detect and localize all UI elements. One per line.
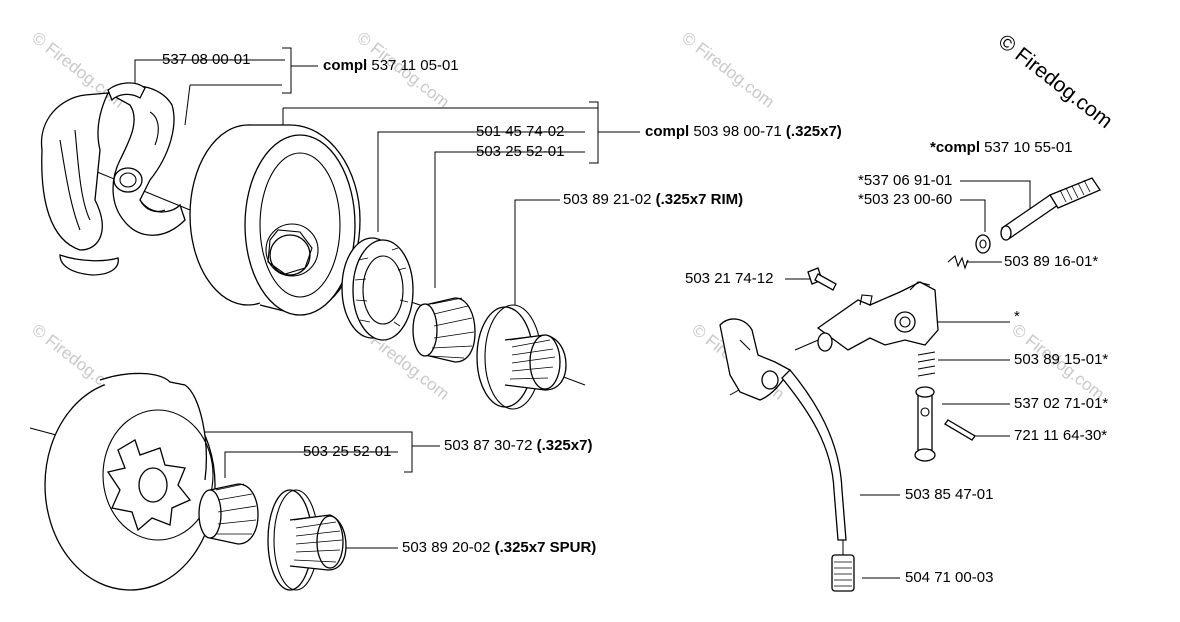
part-label: *503 23 00-60 (858, 191, 953, 208)
part-label: 503 89 16-01* (1004, 253, 1099, 270)
part-label: 501 45 74-02 (476, 123, 565, 140)
assembly-number: 503 98 00-71 (689, 123, 782, 140)
needle-bearing-upper (412, 297, 476, 363)
part-label: * (1014, 308, 1020, 325)
part-label: 503 89 21-02 (.325x7 RIM) (563, 192, 743, 208)
part-number: 503 89 20-02 (402, 539, 491, 556)
assembly-suffix: (.325x7) (532, 437, 593, 454)
assembly-suffix: (.325x7) (781, 123, 842, 140)
sprocket-ring (341, 237, 414, 341)
assembly-label: compl 503 98 00-71 (.325x7) (645, 124, 842, 140)
part-label: 503 89 20-02 (.325x7 SPUR) (402, 540, 596, 556)
part-label: 503 21 74-12 (685, 270, 774, 287)
clutch-part (40, 82, 186, 276)
part-label: 503 89 15-01* (1014, 351, 1109, 368)
part-label: 504 71 00-03 (905, 569, 994, 586)
rim-sprocket (476, 304, 567, 410)
part-label: 503 85 47-01 (905, 486, 994, 503)
part-suffix: (.325x7 SPUR) (490, 539, 597, 556)
part-label: 537 02 71-01* (1014, 395, 1109, 412)
assembly-prefix: compl (323, 57, 368, 74)
assembly-number: 537 10 55-01 (980, 139, 1073, 156)
clutch-drum-spur (44, 372, 216, 591)
spur-sprocket (267, 489, 347, 591)
needle-bearing-lower (198, 483, 259, 545)
part-label: 537 08 00-01 (162, 51, 251, 68)
assembly-prefix: *compl (930, 139, 981, 156)
assembly-label: *compl 537 10 55-01 (930, 140, 1073, 156)
assembly-label: 503 87 30-72 (.325x7) (444, 438, 592, 454)
part-label: 721 11 64-30* (1014, 427, 1108, 444)
part-label: 503 25 52-01 (476, 143, 565, 160)
assembly-prefix: compl (645, 123, 690, 140)
part-suffix: (.325x7 RIM) (651, 191, 744, 208)
assembly-label: compl 537 11 05-01 (323, 58, 459, 74)
assembly-number: 503 87 30-72 (444, 437, 533, 454)
part-label: *537 06 91-01 (858, 172, 953, 189)
part-number: 503 89 21-02 (563, 191, 652, 208)
assembly-number: 537 11 05-01 (367, 57, 459, 74)
part-label: 503 25 52-01 (303, 443, 392, 460)
clutch-drum-rim (189, 124, 361, 316)
oil-pump-assembly (719, 177, 1101, 592)
